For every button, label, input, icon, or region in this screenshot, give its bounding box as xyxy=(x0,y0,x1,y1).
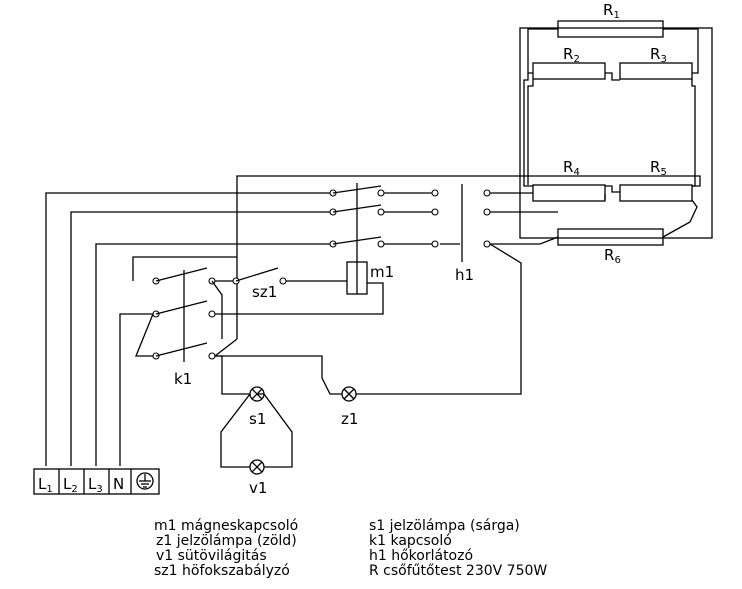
terminal-block: L1 L2 L3 N xyxy=(33,468,160,495)
terminal-l2: L2 xyxy=(63,475,78,495)
resistor-r5: R5 xyxy=(619,158,693,202)
resistor-r4: R4 xyxy=(532,158,606,202)
heater-block-frame xyxy=(519,27,713,239)
resistor-r6-label: R xyxy=(604,246,614,264)
switch-k1-label: k1 xyxy=(174,370,192,388)
resistor-r2-label: R xyxy=(563,45,573,63)
lamp-s1-label: s1 xyxy=(249,410,266,428)
resistor-r2-index: 2 xyxy=(573,54,579,65)
resistor-r1-label: R xyxy=(603,1,613,19)
control-top-line: sz1 xyxy=(132,256,287,301)
coil-m1-label: m1 xyxy=(370,263,394,281)
lamp-wiring xyxy=(214,243,522,468)
terminal-l3: L3 xyxy=(88,475,103,495)
legend-item-s1: s1 jelzölámpa (sárga) xyxy=(369,518,520,534)
resistor-r3-label: R xyxy=(650,45,660,63)
terminal-n: N xyxy=(113,475,124,493)
lamp-v1: v1 xyxy=(249,459,267,497)
contactor-m1-contacts xyxy=(329,183,385,262)
lamp-v1-label: v1 xyxy=(249,479,267,497)
resistor-r4-index: 4 xyxy=(573,167,579,178)
lamp-z1-label: z1 xyxy=(341,410,358,428)
svg-text:R1: R1 xyxy=(603,1,620,21)
resistor-r4-label: R xyxy=(563,158,573,176)
ground-icon xyxy=(136,472,154,490)
resistor-r5-label: R xyxy=(650,158,660,176)
legend-item-h1: h1 hőkorlátozó xyxy=(369,548,474,564)
legend-item-m1: m1 mágneskapcsoló xyxy=(154,518,299,534)
legend-item-k1: k1 kapcsoló xyxy=(369,533,452,549)
legend-item-v1: v1 sütövilágitás xyxy=(156,548,267,564)
switch-k1: k1 xyxy=(135,270,223,388)
lamp-z1: z1 xyxy=(341,386,358,428)
resistor-r2: R2 xyxy=(532,45,606,80)
legend-item-sz1: sz1 höfokszabályzó xyxy=(154,563,290,579)
lamp-s1: s1 xyxy=(249,386,266,428)
resistor-r3-index: 3 xyxy=(660,54,666,65)
svg-text:R6: R6 xyxy=(604,246,621,266)
svg-text:R3: R3 xyxy=(650,45,667,65)
coil-m1: m1 xyxy=(215,261,394,315)
svg-text:R2: R2 xyxy=(563,45,580,65)
terminal-l1: L1 xyxy=(38,475,53,495)
heater-wiring xyxy=(523,28,699,238)
svg-text:R5: R5 xyxy=(650,158,667,178)
legend-left: m1 mágneskapcsoló z1 jelzölámpa (zöld) v… xyxy=(154,519,298,579)
resistor-r1-index: 1 xyxy=(613,10,619,21)
supply-lines xyxy=(45,175,701,466)
legend-right: s1 jelzölámpa (sárga) k1 kapcsoló h1 hők… xyxy=(369,519,547,579)
resistor-r5-index: 5 xyxy=(660,167,666,178)
thermostat-sz1-label: sz1 xyxy=(252,283,277,301)
resistor-r6: R6 xyxy=(557,228,664,266)
legend-item-z1: z1 jelzölámpa (zöld) xyxy=(156,533,297,549)
resistor-r1: R1 xyxy=(557,1,664,38)
m1-to-h1-wires xyxy=(384,189,439,248)
legend-item-r: R csőfűtőtest 230V 750W xyxy=(369,563,548,579)
limiter-h1: h1 xyxy=(440,184,559,284)
resistor-r3: R3 xyxy=(619,45,693,80)
svg-text:R4: R4 xyxy=(563,158,580,178)
limiter-h1-label: h1 xyxy=(455,266,474,284)
resistor-r6-index: 6 xyxy=(614,255,620,266)
